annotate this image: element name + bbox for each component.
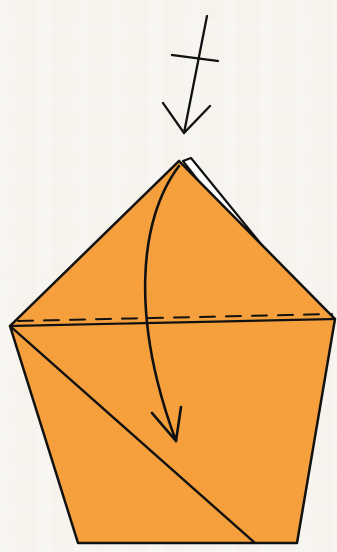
pentagon-paper <box>10 161 335 543</box>
turn-over-arrow-shaft <box>184 16 207 133</box>
turn-over-crossbar <box>172 55 218 61</box>
